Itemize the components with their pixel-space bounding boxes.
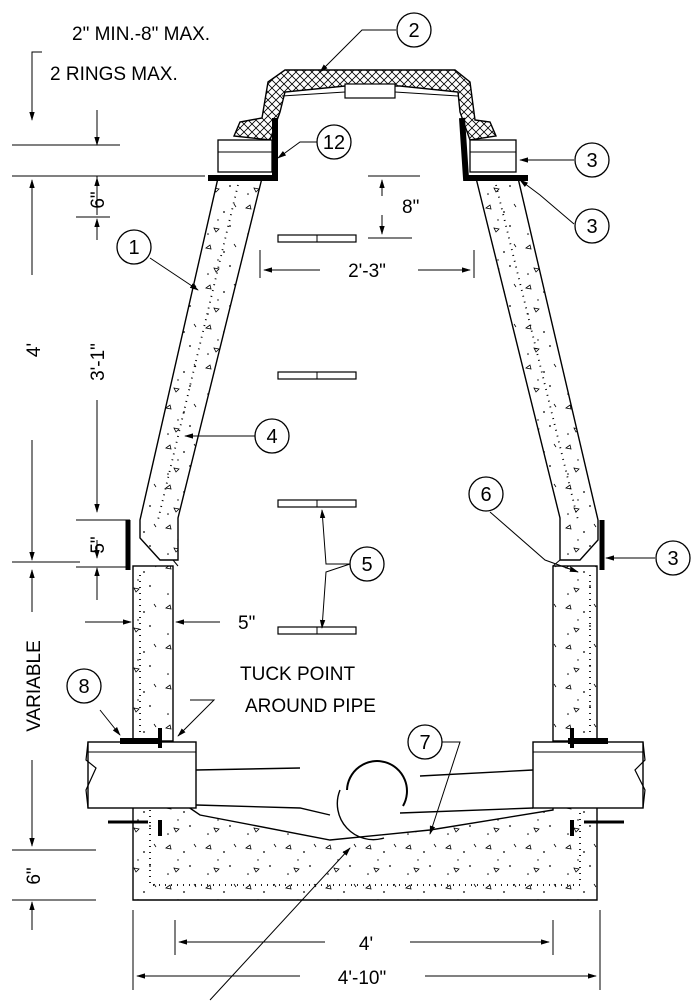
dim-8: 8" bbox=[402, 197, 419, 218]
svg-text:6: 6 bbox=[480, 484, 491, 506]
svg-text:2: 2 bbox=[408, 20, 419, 42]
cone-section bbox=[139, 177, 599, 561]
svg-text:8: 8 bbox=[78, 676, 89, 698]
flow-channel bbox=[195, 760, 534, 841]
svg-text:3: 3 bbox=[586, 216, 597, 238]
svg-text:5: 5 bbox=[361, 554, 372, 576]
dim-6-top: 6" bbox=[88, 191, 109, 208]
dim-outer-width: 4'-10" bbox=[338, 968, 386, 989]
callout-6: 6 bbox=[468, 476, 504, 512]
dim-4-ft: 4' bbox=[24, 343, 45, 357]
callout-4: 4 bbox=[254, 418, 290, 454]
dim-5-vertical: 5" bbox=[88, 536, 109, 553]
grade-rings bbox=[217, 139, 517, 173]
svg-text:3: 3 bbox=[667, 548, 678, 570]
callout-7: 7 bbox=[407, 724, 443, 760]
ring-limit-note: 2" MIN.-8" MAX. bbox=[72, 24, 210, 45]
callout-8: 8 bbox=[66, 668, 102, 704]
base-slab bbox=[132, 799, 598, 901]
dim-inner-width: 4' bbox=[359, 934, 373, 955]
dimension-lines bbox=[12, 51, 601, 990]
leader-lines bbox=[99, 29, 655, 1001]
around-pipe-note: AROUND PIPE bbox=[245, 696, 376, 717]
dimension-labels: 6" 8" 2'-3" 4' 3'-1" 5" 5" VARIABLE 6" 4… bbox=[24, 191, 419, 989]
svg-text:12: 12 bbox=[323, 132, 345, 154]
callout-3-ring: 3 bbox=[574, 142, 610, 178]
callout-2: 2 bbox=[396, 12, 432, 48]
svg-text:7: 7 bbox=[419, 732, 430, 754]
dim-6-bottom: 6" bbox=[24, 867, 45, 884]
dim-opening: 2'-3" bbox=[348, 261, 386, 282]
frame-and-cover bbox=[232, 69, 497, 141]
callout-12: 12 bbox=[316, 124, 352, 160]
svg-text:1: 1 bbox=[128, 237, 139, 259]
callout-1: 1 bbox=[116, 229, 152, 265]
callouts: 2 12 3 3 1 4 6 5 bbox=[66, 12, 691, 760]
ring-count-note: 2 RINGS MAX. bbox=[50, 64, 178, 85]
notes: 2" MIN.-8" MAX. 2 RINGS MAX. TUCK POINT … bbox=[50, 24, 376, 717]
dim-5-horizontal: 5" bbox=[238, 613, 255, 634]
dim-variable: VARIABLE bbox=[24, 640, 45, 732]
callout-5: 5 bbox=[349, 546, 385, 582]
svg-text:3: 3 bbox=[586, 150, 597, 172]
ladder-rungs bbox=[277, 234, 357, 635]
tuck-point-note: TUCK POINT bbox=[240, 664, 355, 685]
riser-section bbox=[132, 559, 598, 742]
callout-3-seal: 3 bbox=[574, 208, 610, 244]
dim-3-1: 3'-1" bbox=[88, 343, 109, 381]
svg-text:4: 4 bbox=[266, 426, 277, 448]
inlet-pipes bbox=[85, 728, 646, 836]
callout-3-joint: 3 bbox=[655, 540, 691, 576]
